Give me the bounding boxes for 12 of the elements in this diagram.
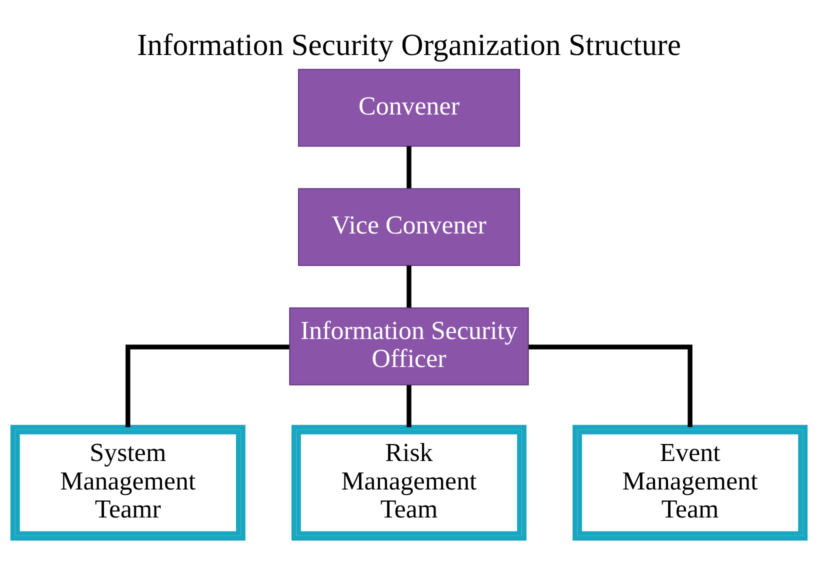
diagram-title: Information Security Organization Structure (137, 28, 681, 62)
connector (406, 146, 412, 188)
connector (406, 264, 412, 308)
connector (528, 344, 692, 427)
node-box: Information Security Officer (289, 306, 529, 385)
node-box: Vice Convener (298, 188, 520, 266)
node-box: System Management Teamr (10, 424, 246, 540)
node-box: Risk Management Team (292, 424, 526, 540)
node-box: Convener (298, 68, 520, 146)
connector (126, 344, 290, 427)
node-box: Event Management Team (572, 424, 808, 540)
connector (406, 384, 412, 427)
